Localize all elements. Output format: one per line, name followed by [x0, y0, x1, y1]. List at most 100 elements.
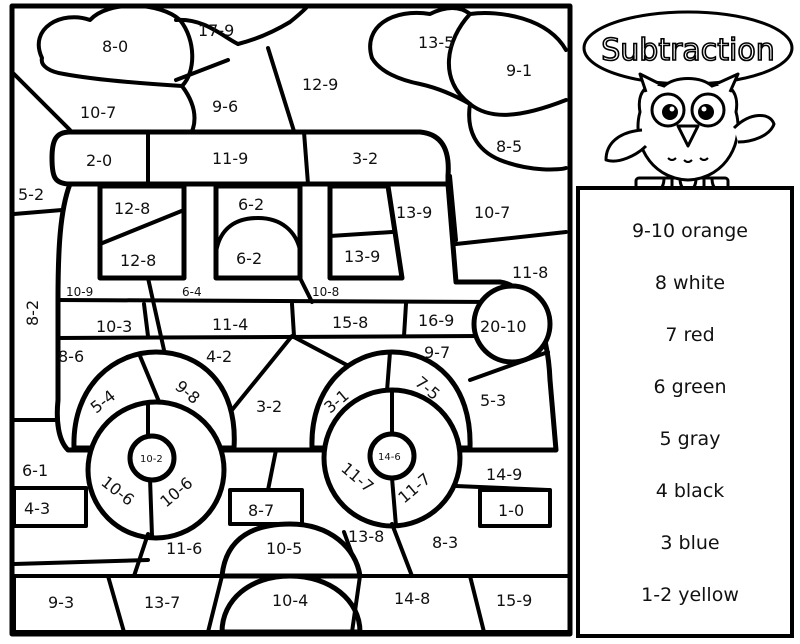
wheel-left-spoke-b: [148, 476, 154, 538]
cloud-right-inner: [370, 56, 472, 106]
key-item: 9-10 orange: [632, 220, 748, 242]
label-roof-left: 2-0: [86, 151, 112, 170]
label-lower3: 9-7: [424, 343, 450, 362]
label-cloud-right-outer: 9-1: [506, 61, 532, 80]
bus-roof: [49, 129, 451, 187]
label-roof-right: 3-2: [352, 149, 378, 168]
hub-right: [367, 431, 417, 481]
bus-picture: 8-0 17-9 12-9 13-5 9-1 10-7 9-6 8-5 2-0 …: [9, 3, 573, 637]
sky-arc-left-b: [174, 17, 240, 46]
stripe-div-3: [402, 302, 408, 338]
label-box-right: 1-0: [498, 501, 524, 520]
label-hub2: 14-6: [378, 452, 401, 463]
label-headlight: 20-10: [480, 317, 527, 336]
key-item: 3 blue: [660, 532, 719, 554]
label-window3-top: 13-9: [396, 203, 432, 222]
side-line-left: [12, 208, 64, 216]
label-cloud-left: 8-0: [102, 37, 128, 56]
label-cloud-right: 13-5: [418, 33, 454, 52]
ground-line-1: [266, 448, 278, 492]
ground-dome: [219, 521, 363, 579]
bottom-div-4: [468, 574, 486, 634]
label-box-mid: 8-7: [248, 501, 274, 520]
hub-left: [127, 433, 177, 483]
window-1: [97, 183, 187, 281]
label-body-a: 10-9: [66, 285, 93, 299]
key-item: 4 black: [656, 480, 725, 502]
label-window1-top: 12-8: [114, 199, 150, 218]
body-line-b: [298, 276, 314, 304]
label-sky-left-a: 10-7: [80, 103, 116, 122]
sky-line-right: [448, 174, 458, 242]
label-mid-panel: 3-2: [256, 397, 282, 416]
wheel-right-spoke-b: [390, 476, 398, 528]
headlight: [471, 283, 553, 365]
cloud-top-mid: [236, 6, 308, 46]
label-stripe1: 10-3: [96, 317, 132, 336]
cloud-right-lower: [467, 102, 568, 172]
label-lower2: 4-2: [206, 347, 232, 366]
label-sky-mid: 12-9: [302, 75, 338, 94]
color-key: 9-10 orange 8 white 7 red 6 green 5 gray…: [576, 186, 794, 638]
picture-frame: [9, 3, 573, 637]
label-roof-mid: 11-9: [212, 149, 248, 168]
label-stripe2: 11-4: [212, 315, 248, 334]
color-key-box: [576, 186, 794, 638]
label-bottom1: 9-3: [48, 593, 74, 612]
key-item: 6 green: [653, 376, 726, 398]
stripe-div-2: [290, 302, 296, 338]
label-sky-top: 17-9: [198, 21, 234, 40]
sky-line-left: [12, 72, 72, 132]
label-hub1: 10-2: [140, 454, 163, 465]
label-g-11-6: 11-6: [166, 539, 202, 558]
roof-divider-2: [302, 130, 310, 186]
ground-line-4: [390, 522, 414, 578]
body-line-d: [56, 334, 482, 340]
ground-line-5: [12, 558, 150, 566]
label-bottom4: 14-8: [394, 589, 430, 608]
label-left-edge: 5-2: [18, 185, 44, 204]
label-sky-left-b: 9-6: [212, 97, 238, 116]
label-window3-bot: 13-9: [344, 247, 380, 266]
cloud-left-outline: [36, 3, 195, 88]
mid-v-left: [230, 334, 362, 412]
label-stripe4: 16-9: [418, 311, 454, 330]
key-item: 8 white: [655, 272, 725, 294]
label-window2-top: 6-2: [238, 195, 264, 214]
label-side-8-2: 8-2: [23, 300, 42, 326]
label-bottom5: 15-9: [496, 591, 532, 610]
sky-line-mid2: [174, 58, 230, 82]
label-window1-bot: 12-8: [120, 251, 156, 270]
bottom-div-3: [350, 574, 362, 634]
label-right-bg: 11-8: [512, 263, 548, 282]
label-g-10-5: 10-5: [266, 539, 302, 558]
sky-line-r2: [454, 230, 568, 246]
window-1-split: [98, 208, 186, 246]
label-bottom2: 13-7: [144, 593, 180, 612]
key-item: 5 gray: [660, 428, 721, 450]
label-right-sky: 10-7: [474, 203, 510, 222]
bottom-div-1: [106, 574, 126, 634]
label-body-c: 10-8: [312, 285, 339, 299]
bottom-dome: [219, 573, 363, 635]
window-2-arch: [214, 216, 302, 254]
label-lower1: 8-6: [58, 347, 84, 366]
label-g-13-8: 13-8: [348, 527, 384, 546]
key-item: 1-2 yellow: [641, 584, 739, 606]
arch-left-split: [138, 354, 162, 406]
stripe-div-1: [142, 302, 150, 338]
label-right-panel: 5-3: [480, 391, 506, 410]
title-bubble: Subtraction: [582, 10, 794, 86]
ground-line-3: [454, 484, 550, 492]
label-bottom3: 10-4: [272, 591, 308, 610]
label-stripe3: 15-8: [332, 313, 368, 332]
window-3-split: [328, 230, 394, 238]
label-ground-right: 14-9: [486, 465, 522, 484]
title-text: Subtraction: [601, 33, 775, 68]
label-ground-left: 6-1: [22, 461, 48, 480]
bottom-div-2: [206, 574, 224, 634]
ground-line-2: [132, 532, 150, 578]
label-g-8-3: 8-3: [432, 533, 458, 552]
label-body-b: 6-4: [182, 285, 202, 299]
